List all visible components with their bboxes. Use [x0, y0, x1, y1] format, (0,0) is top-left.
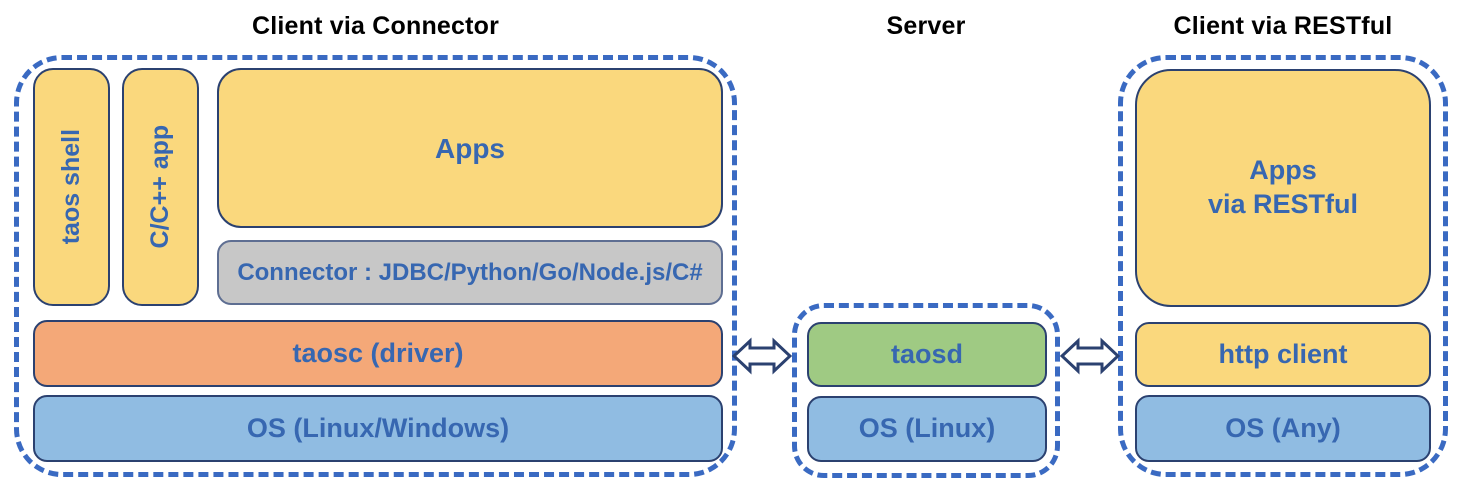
section-title-client-via-connector: Client via Connector [251, 12, 500, 40]
taosd-block: taosd [807, 322, 1047, 387]
apps-block: Apps [217, 68, 723, 228]
connector-label: Connector : JDBC/Python/Go/Node.js/C# [237, 258, 703, 286]
server-group [792, 303, 1060, 478]
taosc-driver-block: taosc (driver) [33, 320, 723, 387]
apps-via-restful-label-line1: Apps [1249, 155, 1317, 186]
apps-via-restful-block: Apps via RESTful [1135, 69, 1431, 307]
os-any-label: OS (Any) [1225, 412, 1341, 443]
section-title-server: Server [886, 12, 966, 40]
section-title-client-via-restful: Client via RESTful [1173, 12, 1393, 40]
os-linux-block: OS (Linux) [807, 396, 1047, 462]
apps-via-restful-label-line2: via RESTful [1207, 189, 1359, 219]
client-via-connector-group [14, 55, 737, 477]
os-linux-label: OS (Linux) [858, 413, 996, 444]
c-cpp-app-block: C/C++ app [122, 68, 199, 306]
taos-shell-label: taos shell [56, 129, 85, 245]
http-client-label: http client [1218, 338, 1348, 369]
taosd-label: taosd [890, 338, 963, 369]
os-any-block: OS (Any) [1135, 395, 1431, 462]
double-arrow-icon [732, 337, 792, 375]
apps-label: Apps [435, 132, 505, 164]
c-cpp-app-label: C/C++ app [145, 125, 174, 249]
taosc-driver-label: taosc (driver) [292, 337, 464, 368]
double-arrow-icon [1060, 337, 1120, 375]
os-linux-windows-block: OS (Linux/Windows) [33, 395, 723, 462]
http-client-block: http client [1135, 322, 1431, 387]
connector-block: Connector : JDBC/Python/Go/Node.js/C# [217, 240, 723, 305]
client-via-restful-group [1118, 55, 1448, 477]
taos-shell-block: taos shell [33, 68, 110, 306]
os-linux-windows-label: OS (Linux/Windows) [246, 412, 510, 443]
